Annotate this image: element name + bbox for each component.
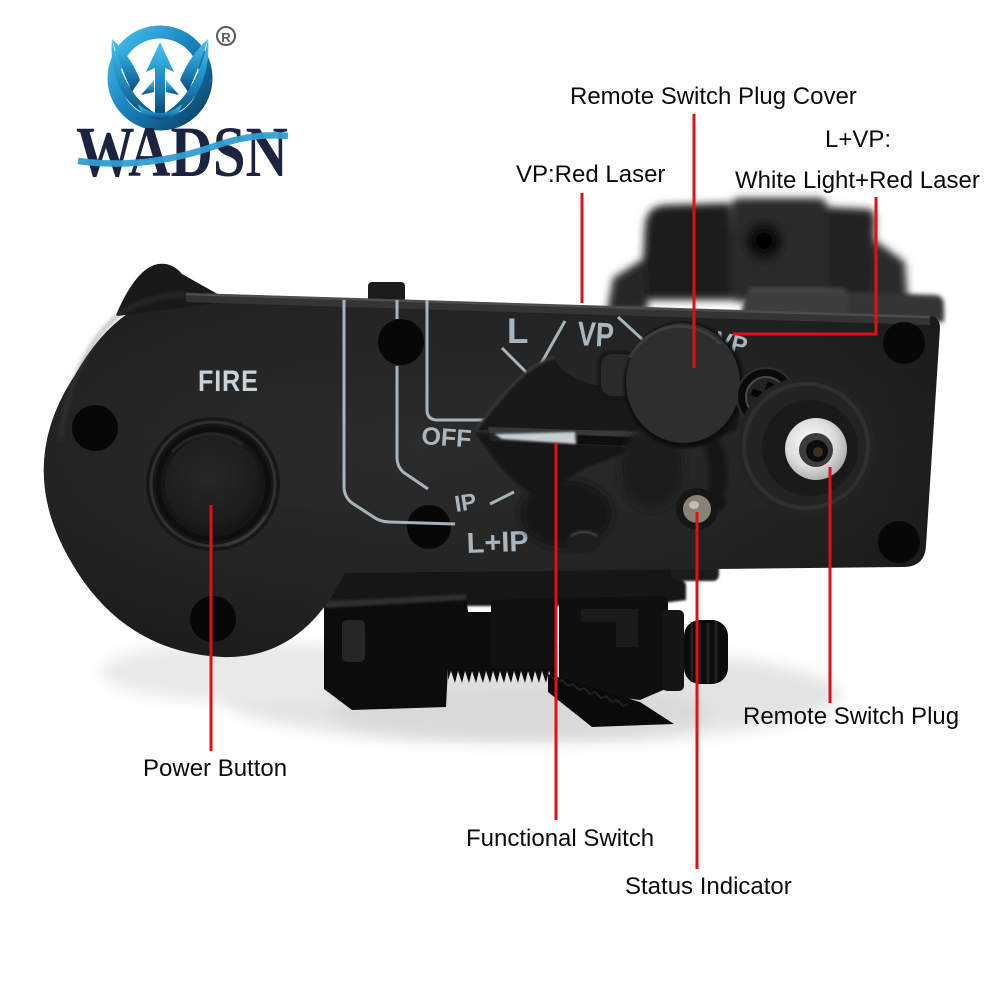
svg-text:L: L <box>507 312 528 351</box>
svg-text:Functional Switch: Functional Switch <box>466 825 654 852</box>
svg-text:OFF: OFF <box>421 422 473 453</box>
svg-text:Power Button: Power Button <box>143 755 287 782</box>
svg-text:R: R <box>221 30 231 45</box>
svg-text:Status Indicator: Status Indicator <box>625 873 792 900</box>
svg-text:Remote Switch Plug: Remote Switch Plug <box>743 703 959 730</box>
svg-text:White Light+Red Laser: White Light+Red Laser <box>735 167 980 194</box>
svg-text:VP:Red Laser: VP:Red Laser <box>516 161 665 188</box>
svg-text:VP: VP <box>577 314 615 354</box>
svg-text:IP: IP <box>453 488 479 517</box>
svg-text:FIRE: FIRE <box>198 364 259 398</box>
svg-text:Remote Switch Plug Cover: Remote Switch Plug Cover <box>570 83 857 110</box>
svg-text:L+IP: L+IP <box>466 526 529 560</box>
svg-text:L+VP:: L+VP: <box>825 126 891 153</box>
